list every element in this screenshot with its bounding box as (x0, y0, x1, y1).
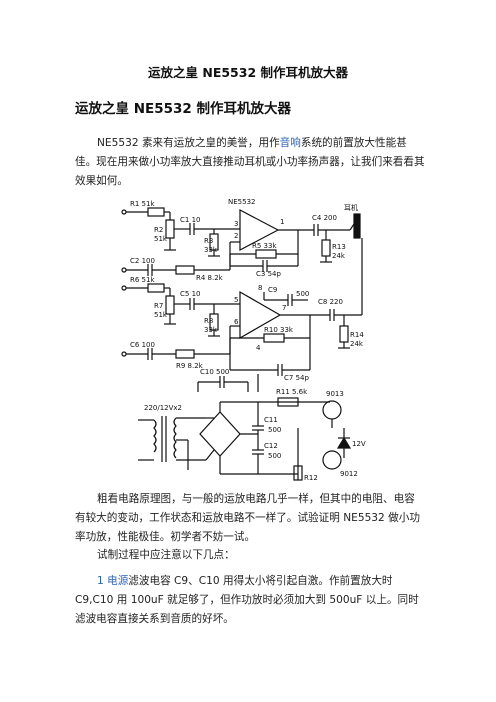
svg-text:5: 5 (234, 296, 238, 304)
svg-text:C9: C9 (268, 286, 277, 294)
svg-text:33k: 33k (204, 246, 218, 254)
resistor-r4 (175, 265, 195, 275)
svg-text:R14: R14 (350, 331, 364, 339)
svg-text:1: 1 (280, 218, 284, 226)
svg-text:3: 3 (234, 220, 238, 228)
svg-text:R1 51k: R1 51k (130, 200, 155, 208)
bridge-rectifier (199, 411, 241, 457)
svg-text:R13: R13 (332, 243, 346, 251)
circuit-schematic: NE5532 R1 51k C1 10 R2 51k R3 33k C2 100… (118, 192, 376, 482)
svg-text:R2: R2 (154, 226, 163, 234)
article-heading: 运放之皇 NE5532 制作耳机放大器 (75, 101, 291, 117)
transformer-label: 220/12Vx2 (144, 404, 182, 412)
svg-text:C3 54p: C3 54p (256, 270, 281, 278)
resistor-r13 (321, 239, 331, 257)
resistor-r6 (147, 283, 165, 293)
svg-text:C5 10: C5 10 (180, 290, 200, 298)
zener-diode (336, 436, 352, 449)
svg-text:500: 500 (268, 452, 281, 460)
resistor-r12 (293, 465, 303, 481)
resistor-r2 (165, 219, 175, 239)
input-jack-1-icon (121, 209, 127, 215)
opamp-2 (239, 290, 282, 340)
ic-label: NE5532 (228, 198, 255, 206)
svg-text:R3: R3 (204, 237, 213, 245)
svg-text:R7: R7 (154, 302, 163, 310)
headphone-jack-icon (353, 213, 361, 239)
svg-text:9012: 9012 (340, 470, 358, 478)
svg-text:500: 500 (268, 426, 281, 434)
transistor-q1 (322, 400, 342, 420)
svg-text:7: 7 (282, 304, 286, 312)
svg-text:12V: 12V (352, 440, 366, 448)
svg-text:R6 51k: R6 51k (130, 276, 155, 284)
svg-text:R5 33k: R5 33k (252, 242, 277, 250)
resistor-r9 (175, 349, 195, 359)
svg-text:R10 33k: R10 33k (264, 326, 294, 334)
resistor-r10 (263, 333, 285, 343)
transistor-q2 (322, 450, 342, 470)
svg-text:51k: 51k (154, 311, 168, 319)
opamp-1 (239, 209, 280, 251)
svg-text:C6 100: C6 100 (130, 341, 155, 349)
svg-text:C4 200: C4 200 (312, 214, 337, 222)
note-number: 1 (97, 575, 108, 587)
svg-text:C7 54p: C7 54p (284, 374, 309, 382)
audio-link[interactable]: 音响 (279, 137, 301, 149)
notes-heading-text: 试制过程中应注意以下几点： (97, 549, 235, 561)
svg-text:C8 220: C8 220 (318, 298, 343, 306)
transformer-secondary (173, 417, 177, 459)
svg-text:6: 6 (234, 318, 239, 326)
svg-text:500: 500 (296, 290, 309, 298)
svg-text:2: 2 (234, 232, 238, 240)
intro-text-start: NE5532 素来有运放之皇的美誉，用作 (97, 137, 280, 149)
svg-text:24k: 24k (332, 252, 346, 260)
svg-text:C2 100: C2 100 (130, 257, 155, 265)
svg-text:C12: C12 (264, 442, 278, 450)
transformer-primary (153, 419, 157, 453)
svg-text:C10 500: C10 500 (200, 368, 229, 376)
page-title: 运放之皇 NE5532 制作耳机放大器 (148, 65, 348, 80)
note-item-1: 1 电源滤波电容 C9、C10 用得太小将引起自激。作前置放大时 C9,C10 … (75, 572, 425, 629)
headphone-label: 耳机 (344, 203, 358, 212)
power-link[interactable]: 电源 (107, 575, 129, 587)
analysis-paragraph: 粗看电路原理图，与一般的运放电路几乎一样，但其中的电阻、电容有较大的变动，工作状… (75, 490, 425, 547)
svg-text:4: 4 (256, 344, 261, 352)
svg-text:8: 8 (258, 284, 262, 292)
intro-text-end: 系统的前置放大性能甚佳。现在用来做小功率放大直接推动耳机或小功率扬声器，让我们来… (75, 137, 425, 187)
note-text: 滤波电容 C9、C10 用得太小将引起自激。作前置放大时 C9,C10 用 10… (75, 575, 419, 625)
svg-text:R12: R12 (304, 474, 318, 482)
resistor-r1 (147, 207, 165, 217)
svg-text:R8: R8 (204, 317, 213, 325)
resistor-r7 (165, 295, 175, 315)
notes-heading: 试制过程中应注意以下几点： (75, 546, 425, 565)
svg-text:R11 5.6k: R11 5.6k (276, 388, 308, 396)
svg-text:C1 10: C1 10 (180, 216, 200, 224)
analysis-text: 粗看电路原理图，与一般的运放电路几乎一样，但其中的电阻、电容有较大的变动，工作状… (75, 493, 420, 543)
resistor-r5 (255, 249, 277, 259)
svg-text:9013: 9013 (326, 390, 344, 398)
input-jack-2-icon (121, 285, 127, 291)
svg-text:C11: C11 (264, 416, 278, 424)
svg-text:33k: 33k (204, 326, 218, 334)
intro-paragraph: NE5532 素来有运放之皇的美誉，用作音响系统的前置放大性能甚佳。现在用来做小… (75, 134, 425, 191)
svg-text:R9 8.2k: R9 8.2k (176, 362, 204, 370)
svg-text:24k: 24k (350, 340, 364, 348)
svg-text:51k: 51k (154, 235, 168, 243)
svg-text:R4 8.2k: R4 8.2k (196, 274, 224, 282)
resistor-r14 (339, 325, 349, 343)
